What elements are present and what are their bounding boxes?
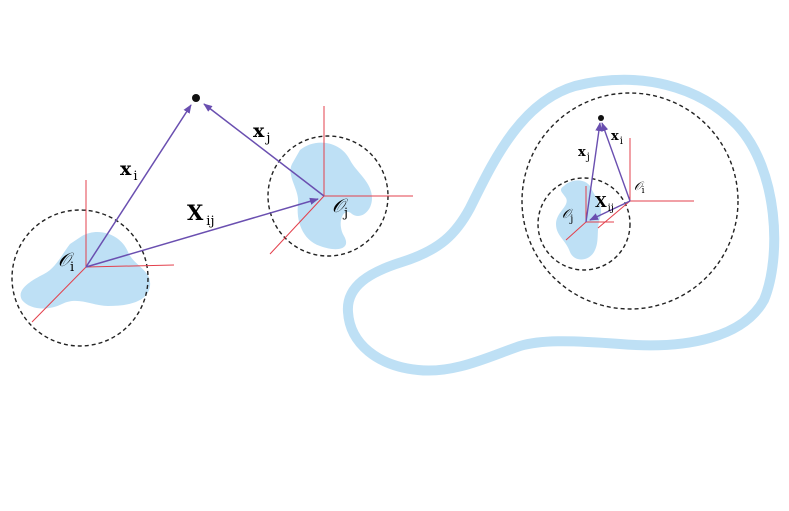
enclosing-circle-j-small <box>537 177 631 271</box>
frame-axes-j <box>269 106 413 255</box>
label-x-i-right: xi <box>611 129 623 147</box>
target-point-right <box>598 115 604 121</box>
body-blob-i <box>20 231 151 309</box>
vector-x-i-right <box>601 122 631 202</box>
enclosing-circle-i <box>11 209 149 347</box>
frame-axes-j-right <box>565 186 614 241</box>
label-X-ij-right: Xij <box>595 193 614 214</box>
vector-X-ij-right <box>589 200 631 221</box>
frame-axes-i <box>31 180 175 323</box>
vector-X-ij <box>85 197 319 268</box>
label-x-j-right: xj <box>578 145 590 163</box>
target-point <box>192 94 200 102</box>
label-origin-i-right: 𝒪i <box>634 179 645 196</box>
frame-axes-i-right <box>597 138 694 229</box>
right-panel: xj xi Xij 𝒪i 𝒪j <box>342 74 780 376</box>
outer-ribbon-body <box>342 74 780 376</box>
vector-x-j-right <box>585 122 603 223</box>
body-blob-j-small <box>556 180 602 260</box>
vector-x-j <box>203 103 325 197</box>
vector-x-i <box>85 104 192 268</box>
enclosing-circle-i-large <box>521 92 739 310</box>
